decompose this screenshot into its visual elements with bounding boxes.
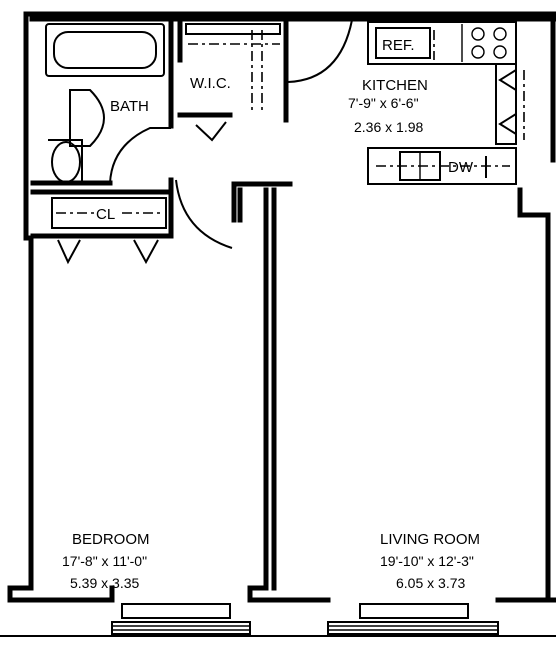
entry-door-swing [287, 19, 353, 83]
burner-4 [493, 45, 507, 59]
wic-label: W.I.C. [190, 75, 231, 92]
walk-in-closet: W.I.C. [185, 23, 281, 142]
bedroom-label: BEDROOM [72, 531, 150, 548]
bedroom-radiator [121, 603, 231, 619]
kitchen: REF. DW KITCHEN 7'-9" x 6'-6" 2.36 x 1.9… [287, 19, 525, 185]
closet-label: CL [96, 206, 115, 223]
living-room-window [327, 621, 499, 635]
burner-3 [471, 45, 485, 59]
sink [51, 141, 81, 183]
cabinet-door-lower [498, 113, 517, 135]
living-room-dim-imperial: 19'-10" x 12'-3" [380, 553, 474, 569]
bathroom: BATH [45, 23, 171, 184]
living-room: LIVING ROOM 19'-10" x 12'-3" 6.05 x 3.73 [327, 531, 499, 635]
refrigerator [375, 27, 431, 59]
cabinet-door-upper [498, 69, 517, 91]
bedroom-dim-imperial: 17'-8" x 11'-0" [62, 553, 147, 569]
closet-door-right [133, 239, 159, 265]
living-room-dim-metric: 6.05 x 3.73 [396, 575, 465, 591]
bathtub [45, 23, 165, 77]
kitchen-label: KITCHEN [362, 77, 428, 94]
wic-door-swing [195, 121, 227, 142]
exterior-walls [0, 11, 556, 637]
bath-label: BATH [110, 98, 149, 115]
bath-door-swing [109, 127, 171, 184]
bedroom-dim-metric: 5.39 x 3.35 [70, 575, 139, 591]
bedroom-door-swing [175, 179, 233, 249]
kitchen-dim-imperial: 7'-9" x 6'-6" [348, 95, 419, 111]
bedroom-window [111, 621, 251, 635]
dishwasher-label: DW [448, 159, 474, 176]
living-room-radiator [359, 603, 469, 619]
refrigerator-label: REF. [382, 37, 415, 54]
burner-1 [471, 27, 485, 41]
burner-2 [493, 27, 507, 41]
toilet [69, 89, 106, 147]
closet-door-left [57, 239, 81, 265]
bedroom: BEDROOM 17'-8" x 11'-0" 5.39 x 3.35 [62, 531, 251, 635]
kitchen-dim-metric: 2.36 x 1.98 [354, 119, 423, 135]
living-room-label: LIVING ROOM [380, 531, 480, 548]
closet: CL [51, 179, 233, 265]
